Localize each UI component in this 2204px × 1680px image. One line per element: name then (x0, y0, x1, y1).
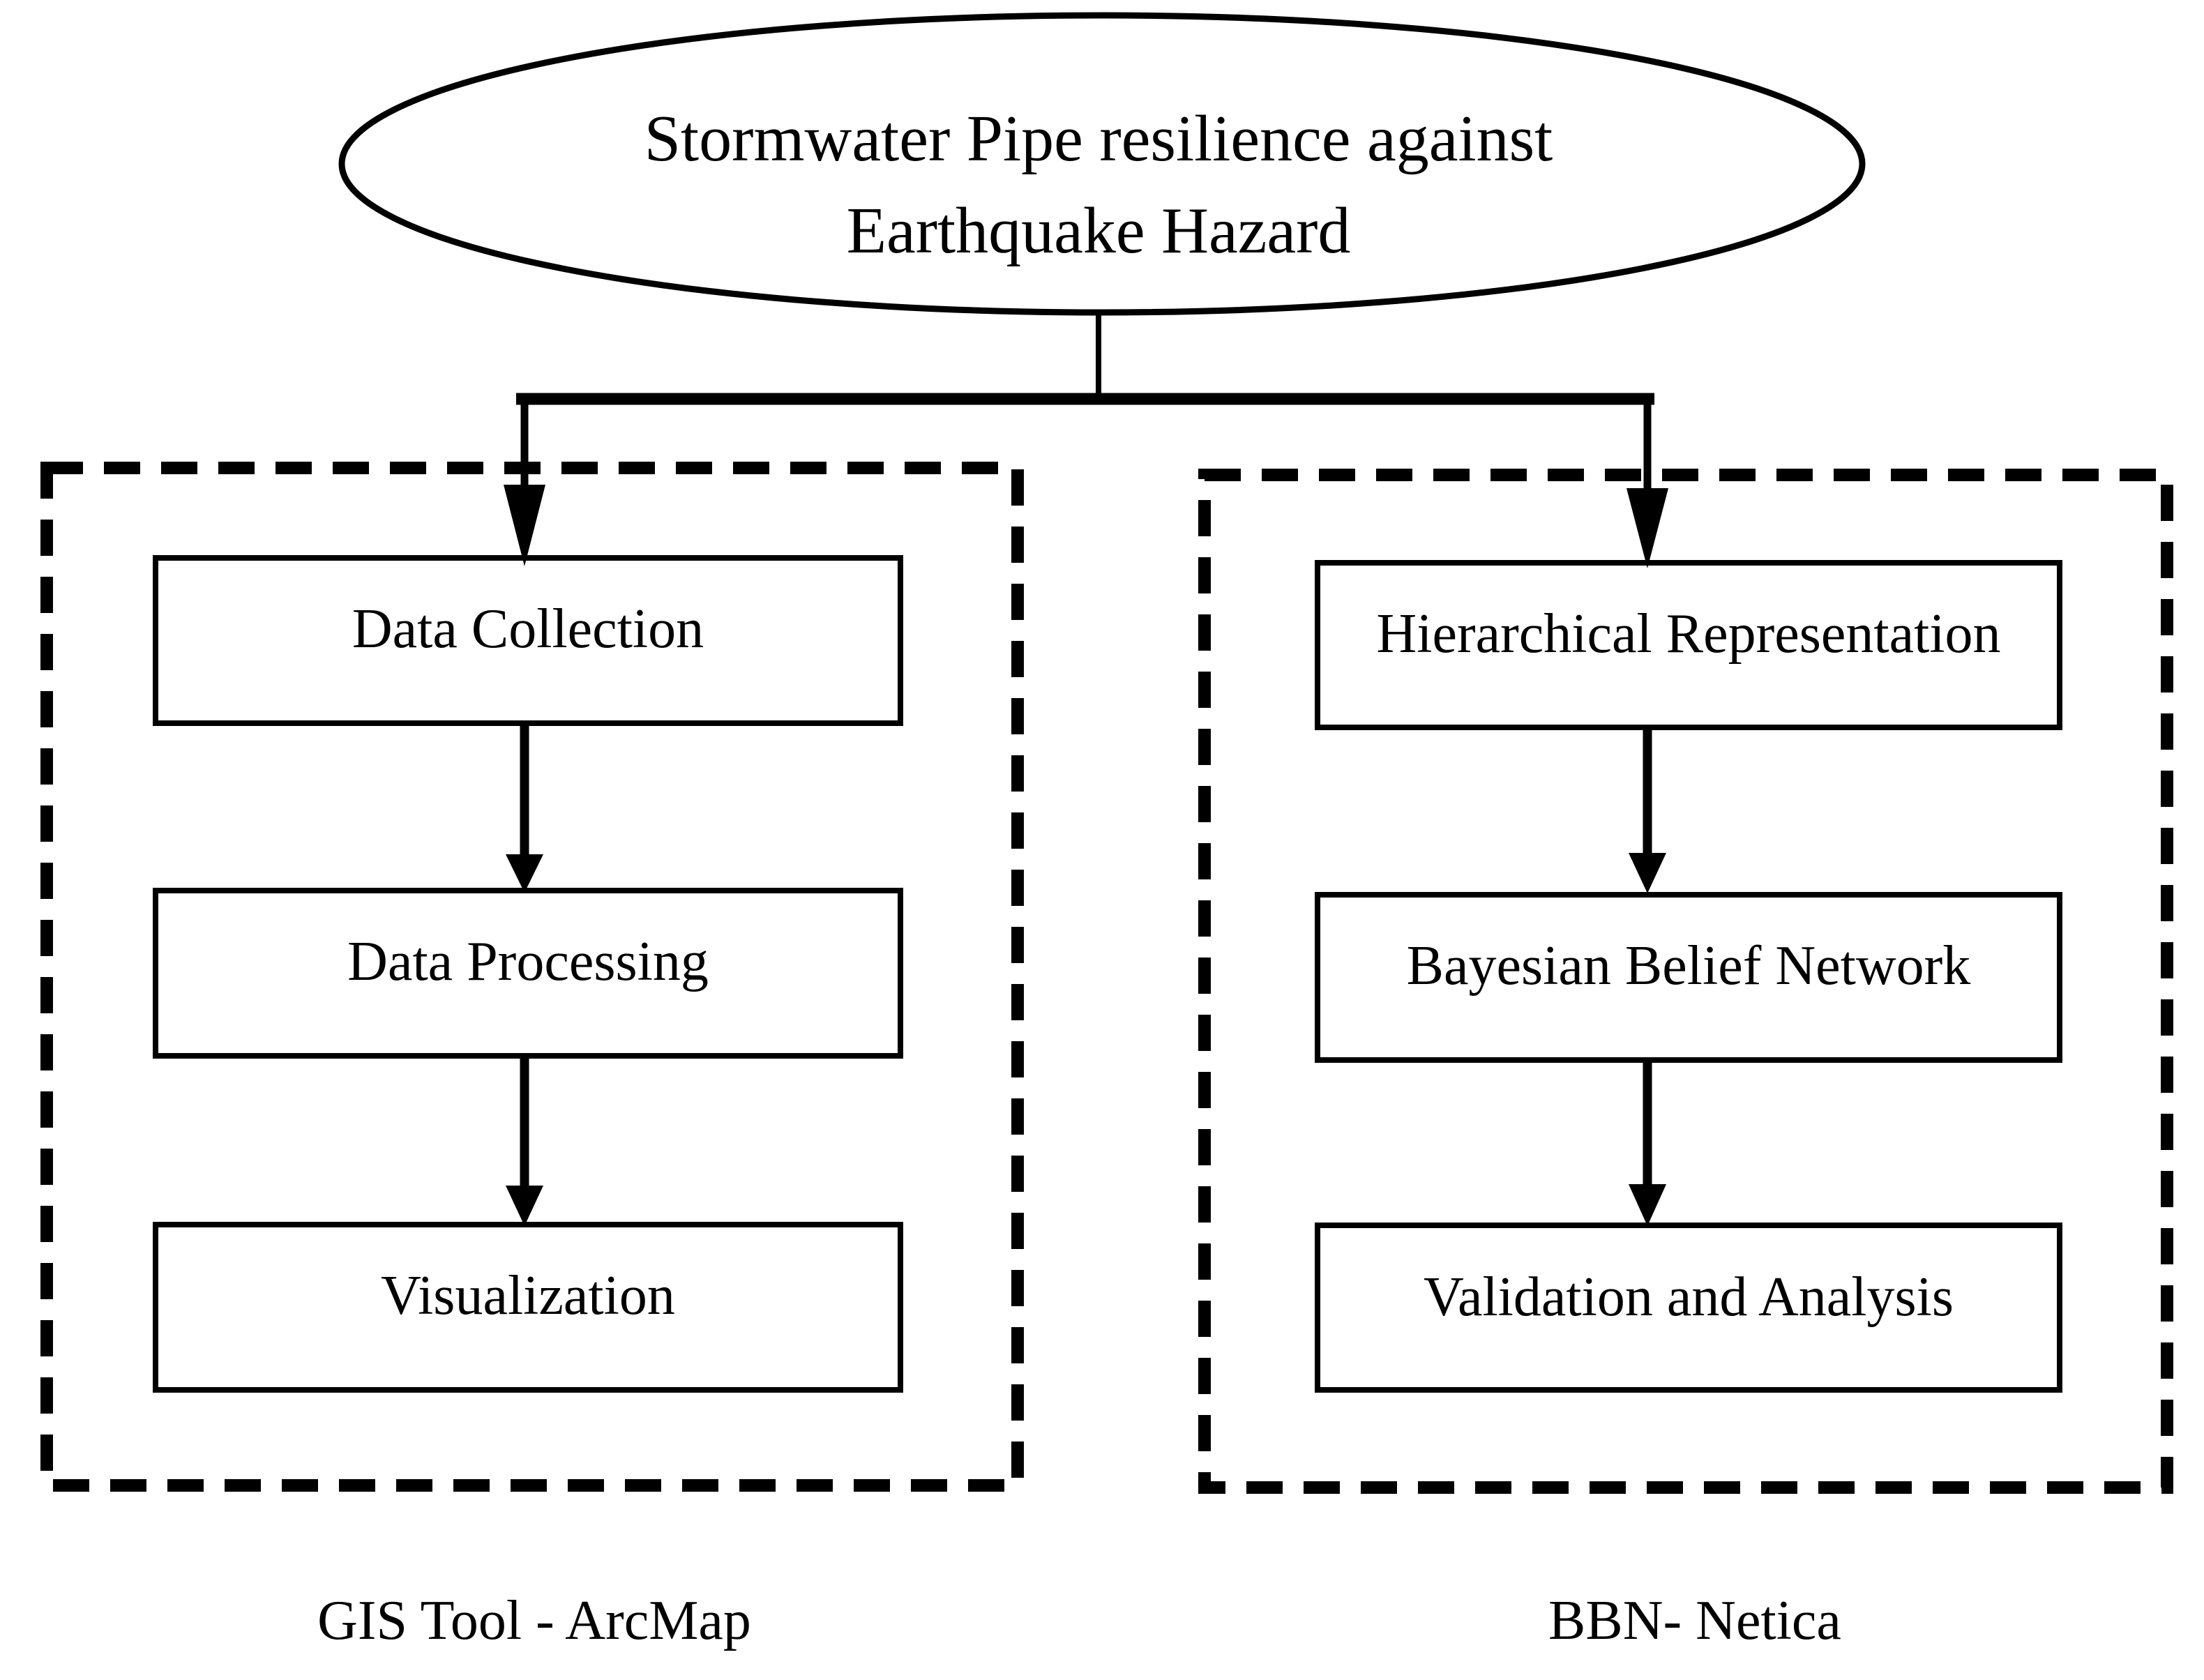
arrow-data-processing-to-visualization (506, 1056, 543, 1226)
arrow-to-data-collection (504, 399, 545, 566)
step-label: Hierarchical Representation (1376, 603, 2000, 665)
arrowhead-down-icon (504, 485, 545, 566)
step-box-validation-and-analysis: Validation and Analysis (1315, 1223, 2062, 1393)
root-node-title-line1: Stormwater Pipe resilience against (644, 103, 1553, 175)
root-node-ellipse (338, 12, 1866, 316)
step-box-rect (1315, 1223, 2062, 1393)
arrowhead-down-icon (1626, 488, 1668, 568)
caption-gis-tool-arcmap: GIS Tool - ArcMap (317, 1590, 751, 1651)
arrowhead-down-icon (506, 854, 543, 893)
step-box-rect (1315, 560, 2062, 730)
arrowhead-down-icon (1629, 1184, 1666, 1226)
step-label: Bayesian Belief Network (1407, 935, 1971, 997)
arrowhead-down-icon (506, 1186, 543, 1226)
root-node: Stormwater Pipe resilience against Earth… (338, 12, 1866, 316)
arrowhead-down-icon (1629, 853, 1666, 893)
step-box-rect (153, 1222, 903, 1393)
step-label: Data Collection (352, 598, 704, 660)
arrow-to-hierarchical-representation (1626, 399, 1668, 568)
step-label: Data Processing (347, 931, 709, 992)
step-box-bayesian-belief-network: Bayesian Belief Network (1315, 892, 2062, 1063)
step-box-data-collection: Data Collection (153, 555, 903, 726)
gis-group-box (40, 462, 1024, 1492)
step-box-hierarchical-representation: Hierarchical Representation (1315, 560, 2062, 730)
step-box-visualization: Visualization (153, 1222, 903, 1393)
step-label: Visualization (381, 1265, 675, 1326)
bbn-group-box (1198, 469, 2173, 1494)
step-label: Validation and Analysis (1424, 1266, 1954, 1328)
arrow-data-collection-to-data-processing (506, 723, 543, 893)
caption-bbn-netica: BBN- Netica (1548, 1590, 1841, 1651)
arrow-bayesian-to-validation (1629, 1060, 1666, 1226)
arrow-hierarchical-to-bayesian (1629, 727, 1666, 893)
root-node-title-line2: Earthquake Hazard (847, 195, 1351, 267)
step-box-rect (1315, 892, 2062, 1063)
step-box-data-processing: Data Processing (153, 888, 903, 1059)
